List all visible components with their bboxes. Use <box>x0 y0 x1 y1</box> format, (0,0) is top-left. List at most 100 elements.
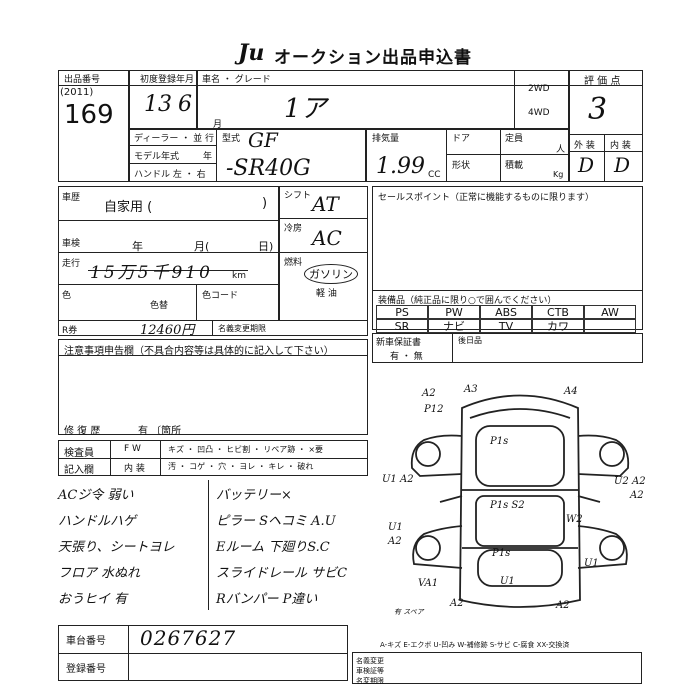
repair-value: 有 〔箇所 <box>138 426 182 437</box>
reg-month: 6 <box>178 92 192 117</box>
mark-w2: W2 <box>566 514 583 525</box>
type-label: 型式 <box>222 134 241 144</box>
capacity-unit: 人 <box>556 145 566 155</box>
mark-u1-bottom: U1 <box>500 576 515 587</box>
mark-p1s-bottom: P1s <box>491 548 510 559</box>
mark-a2-left-mid: A2 <box>387 536 402 547</box>
handwritten-note: Eルーム 下廻りS.C <box>216 540 330 555</box>
equipment-item: ナビ <box>428 319 480 333</box>
selling-label: セールスポイント（正常に機能するものに限ります） <box>378 193 595 203</box>
mileage-label: 走行 <box>62 259 81 269</box>
mark-a2-far-right: A2 <box>629 490 644 501</box>
interior-value: D <box>614 153 631 177</box>
ac-label: 冷房 <box>284 224 303 234</box>
top-section <box>58 70 643 182</box>
handwritten-note: 天張り、シートヨレ <box>58 540 175 555</box>
notes-label: 注意事項申告欄（不具合内容等は具体的に記入して下さい） <box>64 346 334 357</box>
inspection-label: 車検 <box>62 239 81 249</box>
type-value2: -SR40G <box>226 156 311 181</box>
fuel-value: ガソリン <box>304 264 358 284</box>
inspector-label: 検査員 <box>64 448 94 459</box>
displacement-value: 1.99 <box>376 154 425 179</box>
km-unit: km <box>232 271 246 281</box>
mark-u1-right-mid: U1 <box>584 558 599 569</box>
dealer-label: ディーラー ・ 並 行 <box>134 134 214 144</box>
inspector-fw: F W <box>124 444 141 454</box>
exterior-value: D <box>578 153 595 177</box>
car-name: 1ア <box>284 94 327 124</box>
logo: Ju <box>238 40 265 66</box>
inspector-interior: 内 装 <box>124 464 145 474</box>
mark-a4: A4 <box>563 386 578 397</box>
recycle-label: R券 <box>62 326 78 336</box>
shift-label: シフト <box>284 191 312 201</box>
shape-label: 形状 <box>452 161 471 171</box>
inspection-day: 日) <box>258 240 274 253</box>
type-value: GF <box>248 128 278 152</box>
model-year-label: モデル年式 <box>134 152 180 162</box>
drive-4wd: 4WD <box>528 108 550 118</box>
reg-month-unit: 月 <box>213 120 223 130</box>
color-change-label: 色替 <box>150 301 169 311</box>
chassis-label: 車台番号 <box>66 636 106 647</box>
load-label: 積載 <box>505 161 524 171</box>
fuel-label: 燃料 <box>284 258 303 268</box>
handwritten-note: ACジ令 弱い <box>58 488 134 503</box>
mark-u1-a2-left: U1 A2 <box>382 474 414 485</box>
color-code-label: 色コード <box>202 291 239 301</box>
reg-no-label: 登録番号 <box>66 664 106 675</box>
mark-p12: P12 <box>423 404 443 415</box>
history-value: 自家用 ( <box>104 200 153 215</box>
handwritten-note: フロア 水ぬれ <box>58 566 141 581</box>
equipment-item: AW <box>584 305 636 319</box>
warranty-section <box>372 333 643 363</box>
shift-value: AT <box>312 192 339 216</box>
mark-a2-bottom-l: A2 <box>449 598 464 609</box>
lot-number: 169 <box>64 100 114 130</box>
handwritten-note: ピラー Sヘコミ A.U <box>216 514 336 529</box>
equipment-item <box>584 319 636 333</box>
equipment-item: CTB <box>532 305 584 319</box>
equipment-item: PS <box>376 305 428 319</box>
damage-legend: A-キズ E-エクボ U-凹み W-補修跡 S-サビ C-腐食 XX-交換済 <box>380 641 570 649</box>
notes-section <box>58 339 368 435</box>
chassis-value: 0267627 <box>140 626 237 650</box>
ac-value: AC <box>312 226 342 250</box>
displacement-label: 排気量 <box>372 134 400 144</box>
equipment-item: SR <box>376 319 428 333</box>
history-section <box>58 186 368 336</box>
mark-p1s-top: P1s <box>489 436 508 447</box>
mark-u2-a2-right: U2 A2 <box>614 476 646 487</box>
history-label: 車歴 <box>62 193 81 203</box>
rating-label: 評 価 点 <box>584 76 621 87</box>
handwritten-note: おうヒイ 有 <box>58 592 128 607</box>
exterior-label: 外 装 <box>574 141 595 151</box>
inspector-codes2: 汚 ・ コゲ ・ 穴 ・ ヨレ ・ キレ ・ 破れ <box>168 462 314 471</box>
capacity-label: 定員 <box>505 134 524 144</box>
handle-label: ハンドル 左 ・ 右 <box>134 170 206 180</box>
fuel-diesel: 軽 油 <box>316 289 337 299</box>
inspector-codes1: キズ ・ 凹凸 ・ ヒビ割 ・ リペア跡 ・ ×要 <box>168 445 324 454</box>
recycle-note: 名義変更期限 <box>218 324 266 333</box>
reg-year: 13 <box>144 92 172 117</box>
inspection-month: 月( <box>194 240 210 253</box>
inspector-label2: 記入欄 <box>64 465 94 476</box>
footer-legend-box <box>352 652 642 684</box>
mark-a2-right-low: A2 <box>555 600 570 611</box>
handwritten-note: ハンドルハゲ <box>58 514 137 529</box>
equipment-item: カワ <box>532 319 584 333</box>
mark-p1s-s2: P1s S2 <box>489 500 525 511</box>
warranty-label: 新車保証書 <box>376 338 422 348</box>
car-label: 車名 ・ グレード <box>202 75 271 85</box>
door-label: ドア <box>452 134 471 144</box>
selling-section <box>372 186 643 330</box>
equipment-item: TV <box>480 319 532 333</box>
recycle-value: 12460円 <box>140 323 195 338</box>
mark-spare: 有 スペア <box>394 608 425 616</box>
footer-legend-a: 名義変更 <box>356 657 384 665</box>
equipment-item: ABS <box>480 305 532 319</box>
header: Ju オークション出品申込書 <box>238 40 538 68</box>
lot-year: (2011) <box>60 87 94 98</box>
repair-label: 修 復 歴 <box>64 426 101 437</box>
history-close: ) <box>262 196 268 211</box>
